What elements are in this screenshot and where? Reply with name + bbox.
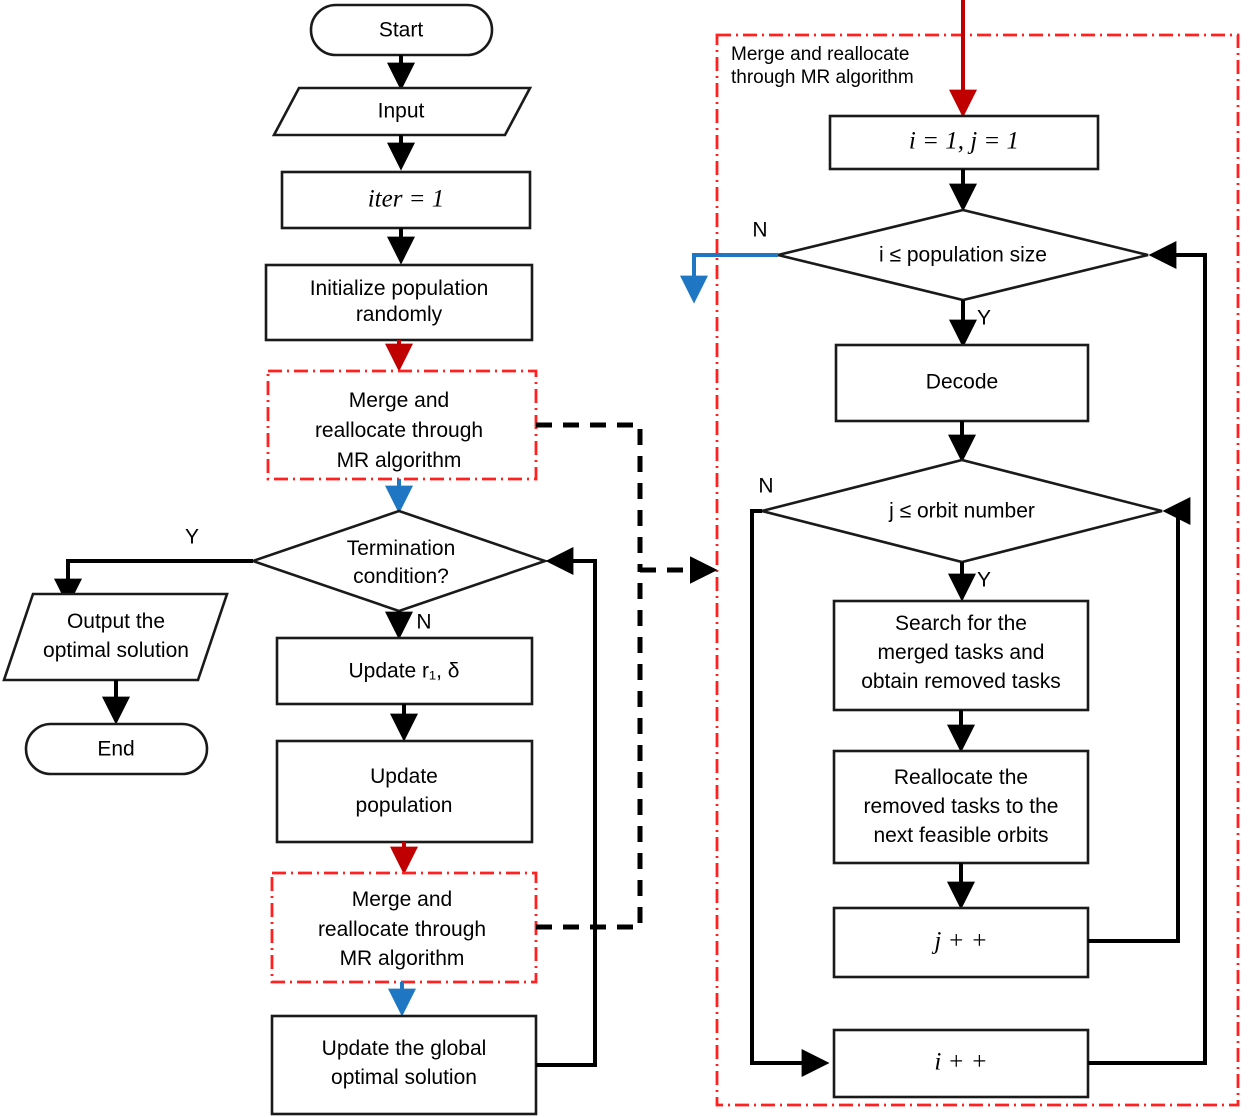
node-start-label: Start [379,19,424,42]
node-j-increment[interactable] [832,906,1090,979]
edge-i-loop-back [1088,241,1207,1065]
node-reallocate[interactable] [832,749,1090,865]
node-search-merged-line3: obtain removed tasks [861,670,1061,693]
node-update-population[interactable] [275,739,534,844]
mr-group-label-line1: Merge and reallocate [731,44,910,65]
node-decode[interactable] [834,343,1090,423]
node-reallocate-line3: next feasible orbits [873,824,1048,847]
node-update-population-line2: population [356,794,453,817]
node-iter-init-label: iter = 1 [368,186,445,213]
node-merge-bottom-line2: reallocate through [318,918,486,941]
edge-merge-bottom-dashed-link [536,570,643,930]
node-end-label: End [97,738,134,761]
node-update-global-line1: Update the global [322,1037,487,1060]
node-merge-top-line2: reallocate through [315,419,483,442]
node-init-ij-label: i = 1, j = 1 [909,128,1019,155]
node-termination-condition[interactable] [248,509,550,613]
node-i-increment-label: i + + [934,1049,987,1076]
node-search-merged-line1: Search for the [895,612,1027,635]
node-output[interactable] [2,592,229,682]
mr-group-label-line2: through MR algorithm [731,67,914,88]
node-output-line2: optimal solution [43,639,189,662]
node-merge-top-line3: MR algorithm [337,449,462,472]
label-termination-no: N [416,611,431,634]
node-reallocate-line2: removed tasks to the [864,795,1059,818]
node-reallocate-line1: Reallocate the [894,766,1028,789]
node-update-params[interactable] [275,636,534,706]
node-decode-label: Decode [926,371,998,394]
node-termination-line1: Termination [347,537,456,560]
node-update-params-label: Update r₁, δ [349,660,460,683]
node-initialize-population-label2: randomly [356,303,443,326]
label-orbit-no: N [758,475,773,498]
node-initialize-population-label: Initialize population [310,277,489,300]
node-i-increment[interactable] [832,1028,1090,1099]
node-merge-bottom-line3: MR algorithm [340,947,465,970]
label-population-no: N [752,219,767,242]
node-input[interactable] [271,86,533,137]
node-termination-line2: condition? [353,565,449,588]
node-search-merged-line2: merged tasks and [878,641,1045,664]
node-j-increment-label: j + + [931,928,987,955]
label-population-yes: Y [977,307,991,330]
node-update-global-line2: optimal solution [331,1066,477,1089]
node-update-population-line1: Update [370,765,438,788]
node-initialize-population[interactable] [264,263,534,342]
label-orbit-yes: Y [977,569,991,592]
edge-population-no-blue [680,253,778,304]
edge-merge-top-dashed-link [536,422,643,570]
edge-termination-yes [54,559,253,607]
node-check-orbit-label: j ≤ orbit number [888,500,1035,523]
node-output-line1: Output the [67,610,165,633]
node-search-merged[interactable] [832,599,1090,712]
edge-global-feedback-loop [536,547,597,1067]
node-iter-init[interactable] [280,170,532,230]
node-end[interactable] [24,722,209,776]
edge-j-loop-back [1088,497,1191,943]
edge-orbit-no [750,509,830,1077]
label-termination-yes: Y [185,526,199,549]
node-check-population-label: i ≤ population size [879,244,1047,267]
node-input-label: Input [378,100,425,123]
node-merge-top-line1: Merge and [349,389,449,412]
node-merge-bottom-line1: Merge and [352,888,452,911]
